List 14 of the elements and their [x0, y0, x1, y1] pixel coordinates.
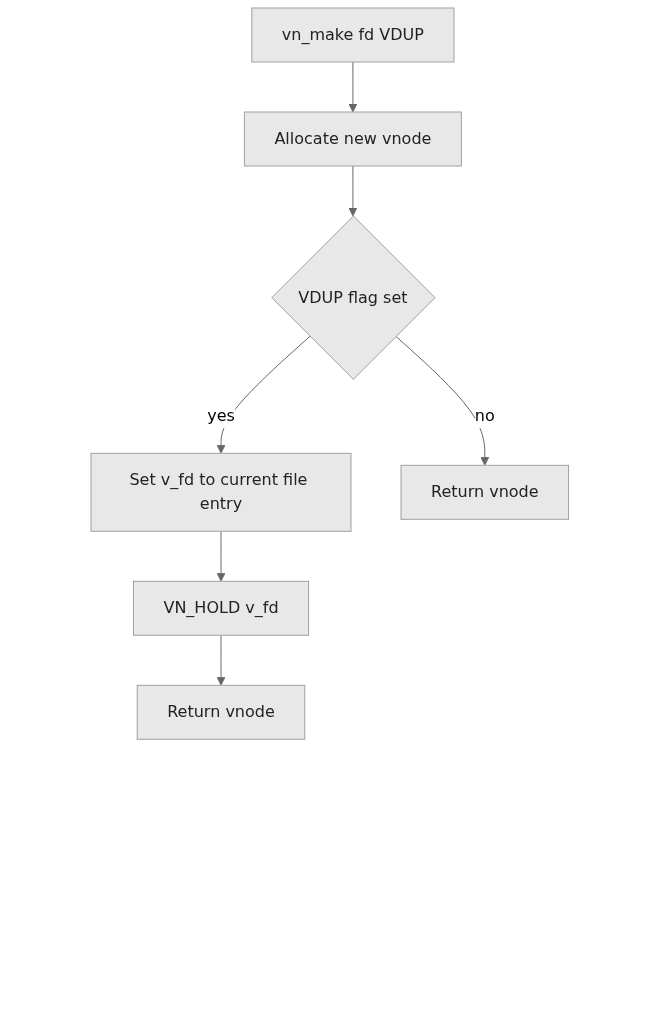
arrow [348, 165, 357, 217]
node-diamond: VDUP flag set [270, 215, 436, 380]
node-box: Return vnode [400, 464, 569, 520]
node-box: Allocate new vnode [243, 111, 462, 167]
node-box: Return vnode [136, 684, 305, 740]
node-box: vn_make fd VDUP [251, 7, 455, 63]
node-box: VN_HOLD v_fd [132, 580, 309, 636]
edge-label: no [474, 406, 495, 426]
arrow [216, 634, 226, 686]
edge-label: yes [206, 406, 235, 426]
arrow [395, 335, 489, 466]
arrow [216, 530, 226, 582]
arrow [348, 61, 357, 113]
node-box: Set v_fd to current file entry [90, 452, 352, 532]
